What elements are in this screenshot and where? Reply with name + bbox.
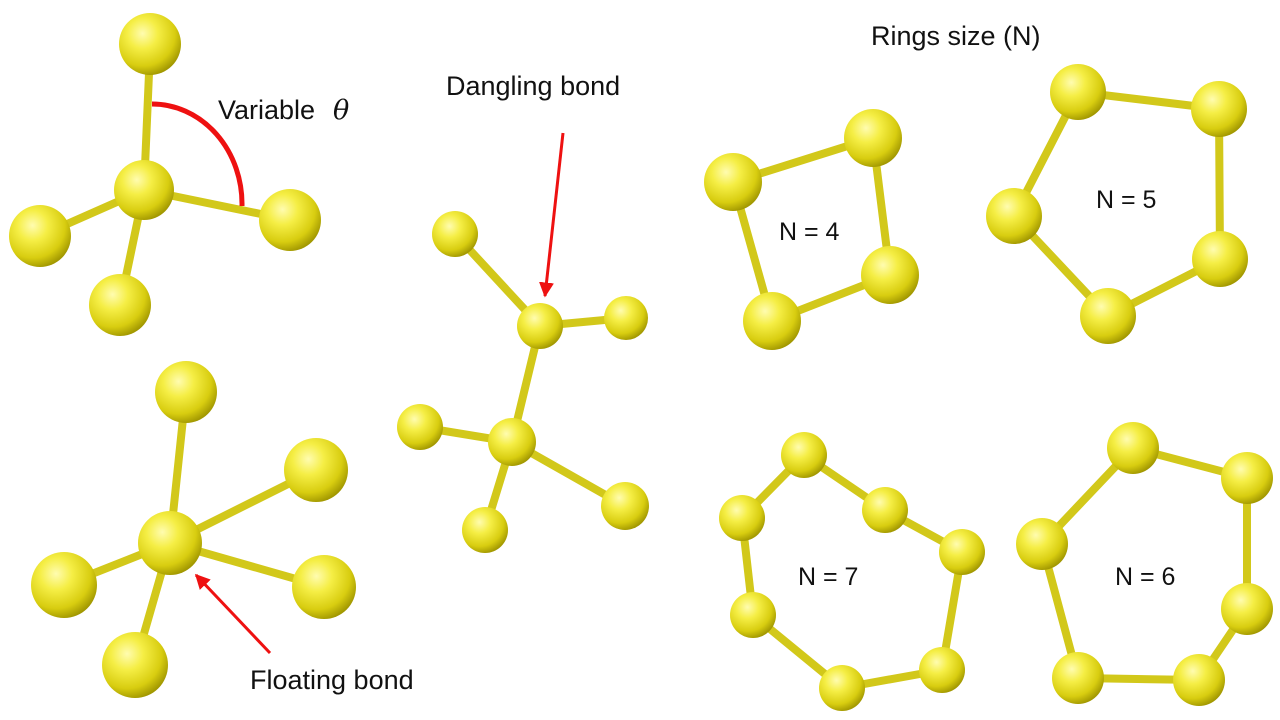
atom bbox=[861, 246, 919, 304]
atom bbox=[292, 555, 356, 619]
floating-bond-arrow bbox=[194, 573, 272, 655]
ring-n6: N = 6 bbox=[1016, 422, 1273, 706]
ring-n5-label: N = 5 bbox=[1096, 186, 1156, 214]
atom bbox=[1052, 652, 1104, 704]
dangling-bond-arrow bbox=[539, 132, 565, 298]
atom bbox=[939, 529, 985, 575]
atom bbox=[1080, 288, 1136, 344]
ring-n5: N = 5 bbox=[986, 64, 1248, 344]
atom bbox=[397, 404, 443, 450]
atom bbox=[719, 495, 765, 541]
variable-label: Variable bbox=[218, 95, 315, 125]
angle-arc bbox=[151, 101, 245, 207]
atom bbox=[102, 632, 168, 698]
atom bbox=[31, 552, 97, 618]
floating-bond-label: Floating bond bbox=[250, 665, 414, 695]
atom bbox=[517, 303, 563, 349]
tetrahedral-structure: Variable θ bbox=[9, 13, 349, 336]
floating-bond-structure: Floating bond bbox=[31, 361, 414, 698]
atom bbox=[89, 274, 151, 336]
atom bbox=[781, 432, 827, 478]
atom bbox=[819, 665, 865, 711]
dangling-bond-structure: Dangling bond bbox=[397, 71, 649, 553]
atom bbox=[1191, 81, 1247, 137]
atom bbox=[743, 292, 801, 350]
atom bbox=[1221, 583, 1273, 635]
atom bbox=[1221, 452, 1273, 504]
atom bbox=[601, 482, 649, 530]
rings-size-title: Rings size (N) bbox=[871, 21, 1041, 51]
atom bbox=[284, 438, 348, 502]
ring-n4: N = 4 bbox=[704, 109, 919, 350]
atom bbox=[155, 361, 217, 423]
atom bbox=[844, 109, 902, 167]
ring-n7: N = 7 bbox=[719, 432, 985, 711]
ring-n6-label: N = 6 bbox=[1115, 563, 1175, 591]
atom bbox=[862, 487, 908, 533]
atom bbox=[259, 189, 321, 251]
atom bbox=[1107, 422, 1159, 474]
ring-n4-label: N = 4 bbox=[779, 218, 840, 246]
atom bbox=[9, 205, 71, 267]
atom bbox=[432, 211, 478, 257]
atom bbox=[986, 188, 1042, 244]
atom bbox=[1173, 654, 1225, 706]
atom bbox=[704, 153, 762, 211]
atom bbox=[1050, 64, 1106, 120]
atom bbox=[114, 160, 174, 220]
dangling-bond-label: Dangling bond bbox=[446, 71, 620, 101]
atom bbox=[604, 296, 648, 340]
ring-n7-label: N = 7 bbox=[798, 563, 858, 591]
atom bbox=[1016, 518, 1068, 570]
atom bbox=[1192, 231, 1248, 287]
atom bbox=[730, 592, 776, 638]
atom bbox=[919, 647, 965, 693]
atom bbox=[138, 511, 202, 575]
atom bbox=[488, 418, 536, 466]
theta-symbol: θ bbox=[333, 95, 349, 126]
atom bbox=[119, 13, 181, 75]
atom bbox=[462, 507, 508, 553]
